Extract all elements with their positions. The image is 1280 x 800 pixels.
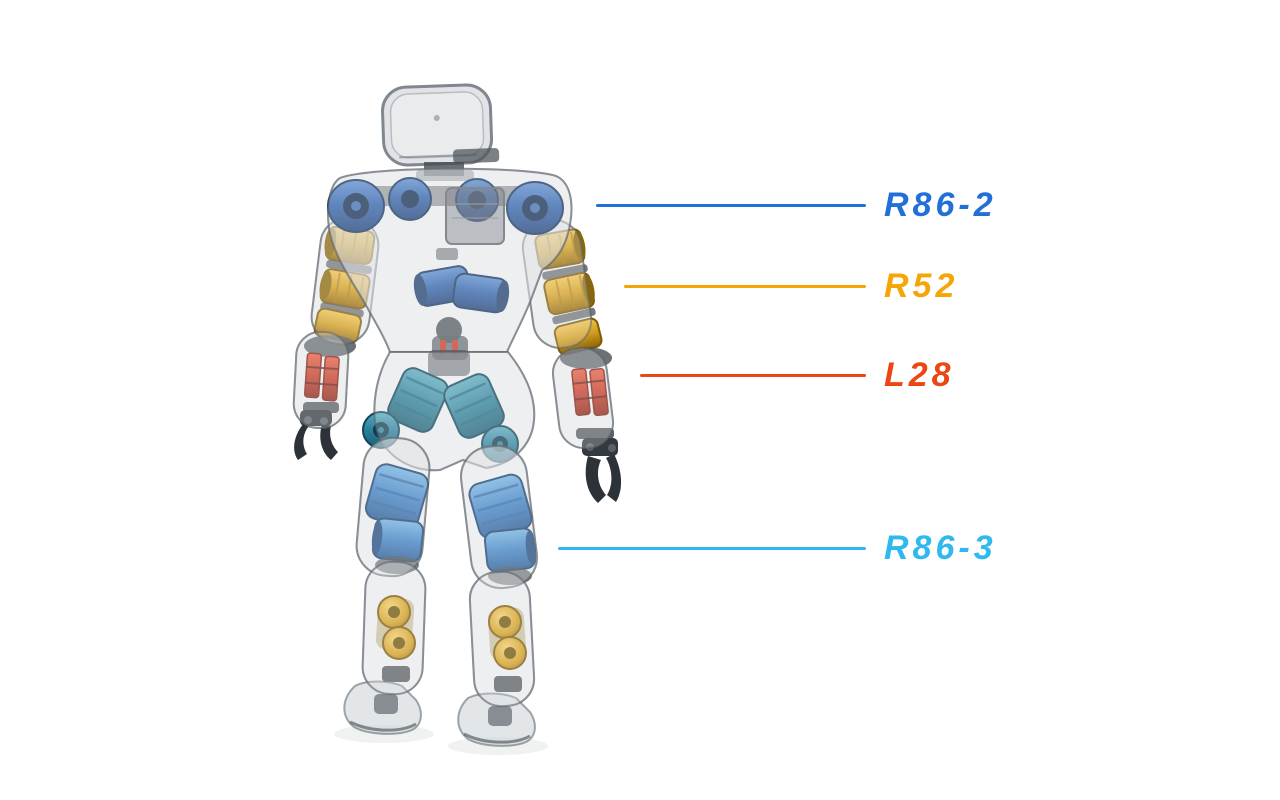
- robot-pelvis: [362, 350, 536, 472]
- head-sensor-dot: [433, 115, 440, 122]
- callout-r86-2: R86-2: [596, 188, 997, 222]
- robot-head: [381, 83, 500, 167]
- callout-line-r52: [624, 284, 866, 288]
- callout-line-r86-2: [596, 203, 866, 207]
- callout-label-r52: R52: [884, 267, 959, 305]
- robot-torso: [327, 167, 573, 360]
- left-foot: [343, 680, 422, 735]
- callout-line-l28: [640, 373, 866, 377]
- callout-r86-3: R86-3: [558, 531, 997, 565]
- head-hinge: [453, 147, 500, 164]
- callout-label-r86-2: R86-2: [884, 186, 997, 224]
- callout-r52: R52: [624, 269, 958, 303]
- robot-right-leg: [456, 441, 542, 747]
- callout-l28: L28: [640, 358, 955, 392]
- robot-right-arm: [518, 215, 622, 503]
- callout-label-l28: L28: [884, 356, 955, 394]
- callout-line-r86-3: [558, 546, 866, 550]
- callout-label-r86-3: R86-3: [884, 529, 997, 567]
- robot-left-leg: [343, 434, 433, 735]
